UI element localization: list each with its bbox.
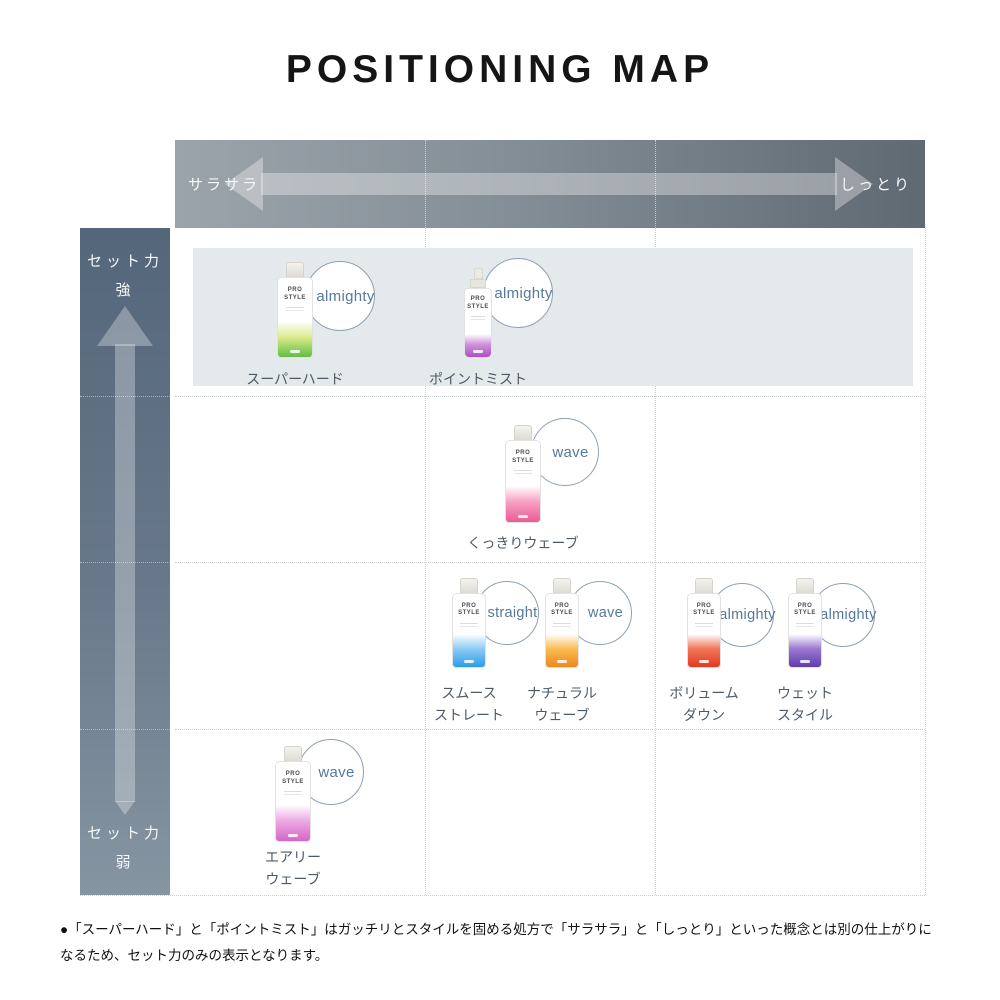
axis-bar-column-divider-1: [425, 140, 426, 228]
badge-label: wave: [318, 763, 355, 781]
axis-label-shittori: しっとり: [839, 176, 912, 194]
bottle-brand-text: PRO STYLE: [506, 441, 540, 471]
bottle-body: PRO STYLE: [788, 593, 822, 668]
bottle-color-fill: [688, 634, 720, 667]
bottle-color-fill: [546, 634, 578, 667]
axis-label-sarasara: サラサラ: [188, 176, 261, 194]
bottle-color-fill: [506, 485, 540, 522]
badge-label: straight: [487, 605, 538, 621]
product-label: スムース ストレート: [434, 685, 504, 724]
product-bottle: PRO STYLE: [277, 262, 313, 358]
product-label: ナチュラル ウェーブ: [527, 685, 597, 724]
product-natural-wave: wave PRO STYLE ナチュラル ウェーブ: [482, 574, 642, 734]
bottle-body: PRO STYLE: [275, 761, 311, 842]
bottle-collar: [470, 279, 486, 288]
product-label: ボリューム ダウン: [669, 685, 739, 724]
badge-label: almighty: [820, 607, 877, 623]
page-title: POSITIONING MAP: [285, 48, 715, 91]
bottle-brand-text: PRO STYLE: [688, 594, 720, 624]
product-bottle: PRO STYLE: [687, 578, 721, 668]
grid-bottom-edge: [80, 895, 925, 896]
badge-circle: wave: [531, 418, 599, 486]
axis-bar-row-divider-1: [80, 396, 170, 397]
product-wet-style: almighty PRO STYLE ウェット スタイル: [725, 574, 885, 734]
bottle-color-fill: [789, 634, 821, 667]
product-kukkiri-wave: wave PRO STYLE くっきりウェーブ: [443, 418, 603, 580]
product-label: スーパーハード: [246, 371, 344, 387]
product-volume-down: almighty PRO STYLE ボリューム ダウン: [624, 574, 784, 734]
grid-row-divider-2: [175, 562, 925, 563]
bottle-brand-text: PRO STYLE: [789, 594, 821, 624]
bottle-brand-text: PRO STYLE: [465, 289, 491, 317]
axis-label-set-strong: セット力 強: [86, 253, 163, 299]
product-point-mist: almighty PRO STYLE ポイントミスト: [398, 258, 558, 418]
grid-right-edge: [925, 228, 926, 895]
bottle-color-fill: [453, 634, 485, 667]
axis-bar-row-divider-3: [80, 729, 170, 730]
bottle-brand-text: PRO STYLE: [453, 594, 485, 624]
badge-label: almighty: [316, 287, 375, 305]
bottle-body: PRO STYLE: [464, 288, 492, 358]
vertical-axis-bar: セット力 強 セット力 弱: [80, 228, 170, 895]
grid-column-divider-1: [425, 228, 426, 895]
badge-label: almighty: [494, 284, 553, 302]
bottle-body: PRO STYLE: [545, 593, 579, 668]
bottle-body: PRO STYLE: [505, 440, 541, 523]
bottle-color-fill: [276, 805, 310, 841]
bottle-nozzle: [473, 268, 483, 279]
bottle-body: PRO STYLE: [452, 593, 486, 668]
horizontal-axis-bar: サラサラ しっとり: [175, 140, 925, 228]
bottle-color-fill: [465, 333, 491, 357]
axis-label-set-weak: セット力 弱: [86, 825, 163, 871]
bottle-cap: [514, 425, 532, 440]
product-label: ウェット スタイル: [777, 685, 833, 724]
bottle-brand-text: PRO STYLE: [276, 762, 310, 792]
bottle-cap: [695, 578, 713, 593]
badge-circle: almighty: [483, 258, 553, 328]
product-airy-wave: wave PRO STYLE エアリー ウェーブ: [213, 738, 373, 898]
product-bottle: PRO STYLE: [505, 425, 541, 523]
bottle-cap: [286, 262, 304, 277]
product-bottle: PRO STYLE: [275, 746, 311, 842]
badge-label: almighty: [719, 607, 776, 623]
axis-bar-column-divider-2: [655, 140, 656, 228]
bottle-cap: [460, 578, 478, 593]
product-bottle: PRO STYLE: [788, 578, 822, 668]
bottle-body: PRO STYLE: [687, 593, 721, 668]
product-label: くっきりウェーブ: [467, 535, 579, 551]
product-bottle: PRO STYLE: [464, 268, 492, 358]
grid-row-divider-3: [175, 729, 925, 730]
product-label: エアリー ウェーブ: [265, 849, 321, 888]
bottle-cap: [553, 578, 571, 593]
bottle-body: PRO STYLE: [277, 277, 313, 358]
product-smooth-straight: straight PRO STYLE スムース ストレート: [389, 574, 549, 734]
grid-row-divider-1: [175, 396, 925, 397]
vertical-up-arrow-icon: [97, 306, 153, 815]
grid-column-divider-2: [655, 228, 656, 895]
bottle-color-fill: [278, 321, 312, 357]
bottle-cap: [284, 746, 302, 761]
axis-bar-row-divider-2: [80, 562, 170, 563]
bottle-brand-text: PRO STYLE: [278, 278, 312, 308]
badge-circle: almighty: [305, 261, 375, 331]
horizontal-double-arrow-icon: [225, 157, 873, 211]
product-bottle: PRO STYLE: [545, 578, 579, 668]
bottle-brand-text: PRO STYLE: [546, 594, 578, 624]
product-label: ポイントミスト: [429, 371, 527, 387]
badge-label: wave: [552, 443, 589, 461]
product-super-hard: almighty PRO STYLE スーパーハード: [215, 258, 375, 418]
badge-label: wave: [587, 605, 624, 621]
footnote: ●「スーパーハード」と「ポイントミスト」はガッチリとスタイルを固める処方で「サラ…: [60, 922, 932, 964]
bottle-cap: [796, 578, 814, 593]
product-bottle: PRO STYLE: [452, 578, 486, 668]
